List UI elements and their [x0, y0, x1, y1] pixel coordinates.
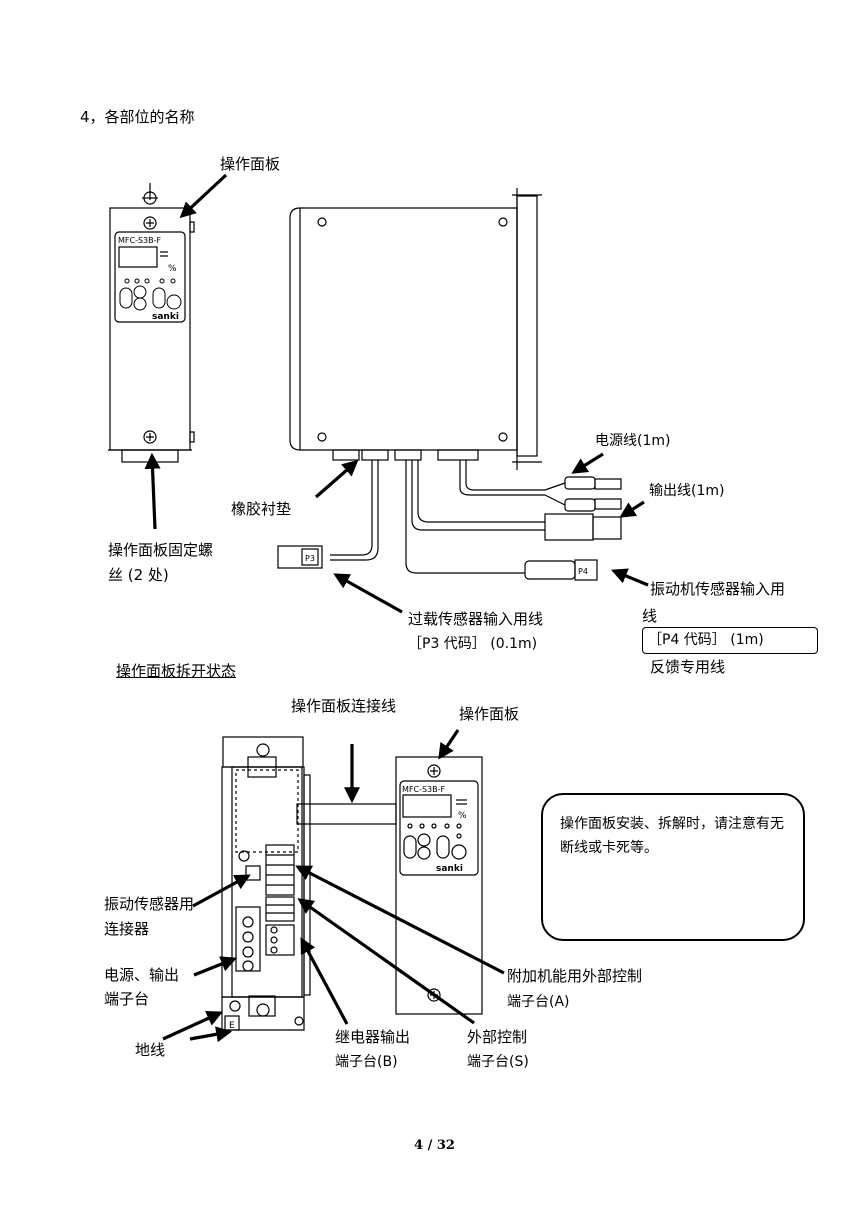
label-ext-ctrl-2: 端子台(S) [467, 1054, 529, 1070]
label-ext-ctrl-1: 外部控制 [467, 1028, 528, 1046]
p4-label: P4 [578, 567, 588, 576]
caution-note-box [541, 793, 805, 941]
cables: P3 P4 [277, 460, 622, 581]
label-relay-1: 继电器输出 [335, 1028, 411, 1046]
label-addon-1: 附加机能用外部控制 [507, 967, 643, 985]
label-p4-code: ［P4 代码］ (1m) [648, 632, 764, 648]
device-model-bottom: MFC-S3B-F [402, 785, 446, 794]
label-vib-connector-2: 连接器 [104, 920, 150, 938]
label-vib-sensor-1: 振动机传感器输入用 [650, 580, 786, 598]
label-panel-top: 操作面板 [220, 155, 281, 173]
device-brand-bottom: sanki [436, 864, 463, 874]
device-brand-top: sanki [152, 312, 179, 322]
top-arrows [144, 173, 649, 614]
label-power-line: 电源线(1m) [595, 433, 671, 449]
label-vib-connector-1: 振动传感器用 [104, 895, 195, 913]
controller-side-view [289, 188, 542, 470]
controller-front-buttons [119, 278, 182, 311]
label-fix-screw-1: 操作面板固定螺 [108, 541, 214, 559]
ground-label: E [229, 1021, 235, 1031]
device-model-top: MFC-S3B-F [118, 236, 162, 245]
device-percent-top: % [168, 264, 177, 274]
label-panel-cable: 操作面板连接线 [291, 697, 397, 715]
section-heading: 4，各部位的名称 [80, 108, 195, 126]
label-rubber-pad: 橡胶衬垫 [231, 500, 292, 518]
device-percent-bottom: % [458, 811, 467, 821]
controller-front-view [108, 183, 195, 463]
p3-label: P3 [305, 554, 315, 563]
section-title-disassembled: 操作面板拆开状态 [116, 662, 237, 680]
bottom-arrows [162, 729, 505, 1043]
label-ground: 地线 [135, 1041, 166, 1059]
label-output-line: 输出线(1m) [649, 483, 725, 499]
label-overload-2: ［P3 代码］ (0.1m) [408, 636, 538, 652]
caution-note-text: 操作面板安装、拆解时，请注意有无断线或卡死等。 [560, 816, 784, 856]
p4-code-box [642, 627, 818, 654]
label-relay-2: 端子台(B) [335, 1054, 398, 1070]
panel-connection-cable [296, 803, 397, 825]
label-feedback-line: 反馈专用线 [650, 658, 726, 676]
label-addon-2: 端子台(A) [507, 994, 570, 1010]
label-panel-bottom: 操作面板 [459, 705, 520, 723]
label-power-output-1: 电源、输出 [104, 966, 180, 984]
page-number: 4 / 32 [414, 1138, 455, 1153]
label-power-output-2: 端子台 [104, 990, 150, 1008]
label-vib-sensor-2: 线 [642, 607, 658, 625]
label-overload-1: 过载传感器输入用线 [408, 610, 544, 628]
label-fix-screw-2: 丝 (2 处) [108, 566, 169, 584]
